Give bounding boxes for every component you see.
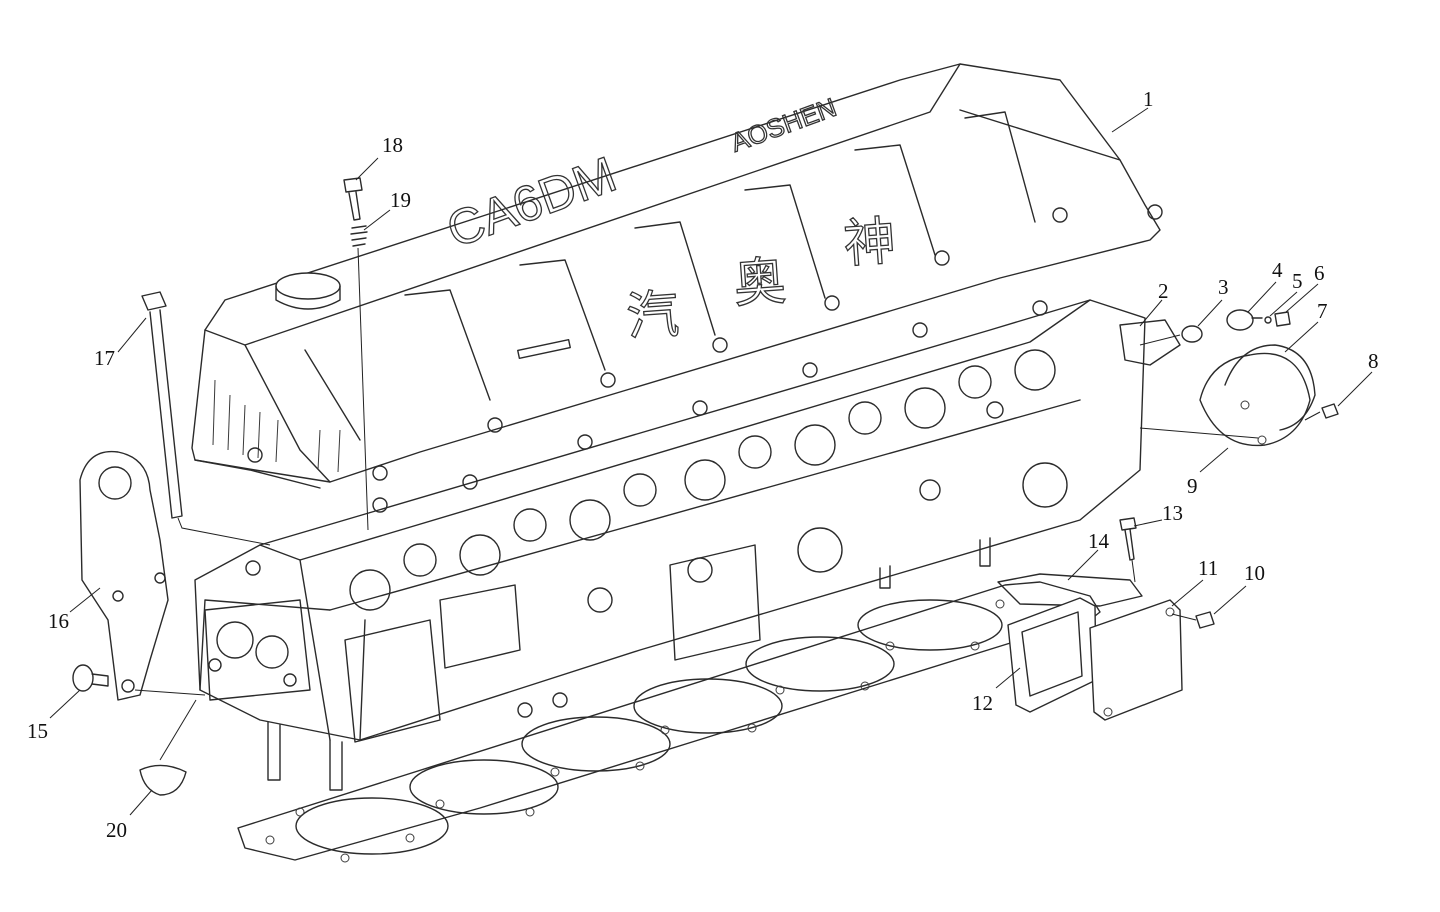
lifting-bracket [79, 450, 206, 701]
cover-cn-char-2: 奥 [732, 251, 788, 314]
bracket-bolt [72, 664, 109, 692]
callout-13: 13 [1162, 501, 1183, 525]
callout-18: 18 [382, 133, 403, 157]
callout-7: 7 [1317, 299, 1328, 323]
callout-16: 16 [48, 609, 69, 633]
callout-5: 5 [1292, 269, 1303, 293]
manifold-gasket [997, 573, 1143, 607]
callout-9: 9 [1187, 474, 1198, 498]
end-cover-plate [1089, 599, 1183, 721]
callout-20: 20 [106, 818, 127, 842]
callout-14: 14 [1088, 529, 1110, 553]
cover-cn-char-1: 汽 [625, 284, 681, 347]
callout-3: 3 [1218, 275, 1229, 299]
callout-11: 11 [1198, 556, 1218, 580]
callout-19: 19 [390, 188, 411, 212]
callouts: 1 2 3 4 5 6 7 8 9 10 11 12 13 14 15 16 1 [27, 87, 1379, 842]
valve-cover: CA6DM 汽 奥 神 AOSHEN [191, 63, 1163, 489]
cylinder-head [194, 299, 1181, 791]
head-gasket [237, 581, 1101, 863]
half-moon-plug [139, 699, 197, 796]
cover-bolt [1304, 403, 1339, 421]
callout-8: 8 [1368, 349, 1379, 373]
callout-10: 10 [1244, 561, 1265, 585]
callout-6: 6 [1314, 261, 1325, 285]
plate-bolt [1171, 611, 1215, 629]
callout-15: 15 [27, 719, 48, 743]
callout-2: 2 [1158, 279, 1169, 303]
callout-1: 1 [1143, 87, 1154, 111]
rear-cover-and-gasket [1139, 344, 1316, 447]
callout-12: 12 [972, 691, 993, 715]
long-head-bolt [141, 291, 271, 546]
callout-17: 17 [94, 346, 115, 370]
callout-4: 4 [1272, 258, 1283, 282]
small-bolt-and-spring [343, 177, 369, 531]
rear-small-parts [1139, 309, 1291, 346]
cover-cn-char-3: 神 [842, 211, 898, 274]
manifold-bolt [1119, 517, 1137, 583]
